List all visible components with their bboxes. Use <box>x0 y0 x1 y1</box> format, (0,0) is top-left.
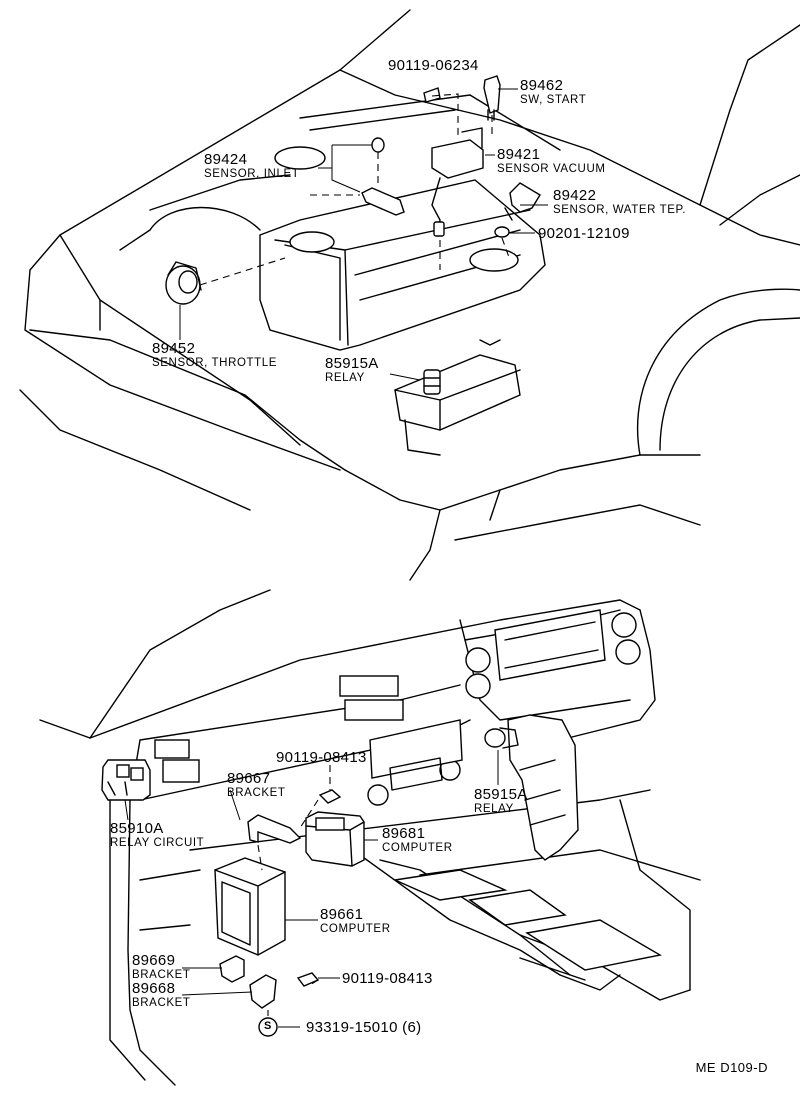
part-name: RELAY CIRCUIT <box>110 837 205 849</box>
drawing-code: ME D109-D <box>695 1060 768 1075</box>
part-label-89669: 89669 BRACKET <box>132 953 191 982</box>
part-label-93319-15010: 93319-15010 (6) <box>306 1020 421 1035</box>
part-number: 85910A <box>110 820 164 837</box>
part-name: COMPUTER <box>382 842 453 854</box>
part-label-89424: 89424 SENSOR, INLET <box>204 152 299 181</box>
part-name: SENSOR, THROTTLE <box>152 357 278 369</box>
part-name: SENSOR, WATER TEP. <box>553 204 687 216</box>
part-number: 89681 <box>382 825 426 842</box>
engine-components <box>119 75 561 456</box>
part-label-89452: 89452 SENSOR, THROTTLE <box>152 341 277 370</box>
part-name: SENSOR VACUUM <box>497 163 606 175</box>
part-number: 90119-06234 <box>388 57 479 74</box>
part-number: 89669 <box>132 952 176 969</box>
car-body-outline <box>19 9 800 581</box>
part-label-89667: 89667 BRACKET <box>227 771 286 800</box>
part-number: 85915A <box>474 786 528 803</box>
part-number: 89667 <box>227 770 271 787</box>
part-number: 85915A <box>325 355 379 372</box>
s-symbol: S <box>264 1020 272 1032</box>
part-label-85915A-bottom: 85915A RELAY <box>474 787 528 816</box>
part-label-90201-12109: 90201-12109 <box>538 226 630 241</box>
part-number: 89421 <box>497 146 541 163</box>
part-number: 90119-08413 <box>276 749 367 766</box>
part-number: 89424 <box>204 151 248 168</box>
part-label-90119-08413-top: 90119-08413 <box>276 750 367 765</box>
part-number: 89452 <box>152 340 196 357</box>
part-name: BRACKET <box>132 969 191 981</box>
part-label-85910A: 85910A RELAY CIRCUIT <box>110 821 204 850</box>
part-label-89681: 89681 COMPUTER <box>382 826 453 855</box>
part-number: 93319-15010 (6) <box>306 1019 422 1036</box>
part-number: 90201-12109 <box>538 225 630 242</box>
part-name: BRACKET <box>132 997 191 1009</box>
upper-leader-lines <box>179 88 548 381</box>
lower-leader-lines <box>124 750 499 1028</box>
part-label-89422: 89422 SENSOR, WATER TEP. <box>553 188 686 217</box>
part-name: SW, START <box>520 94 587 106</box>
part-number: 89668 <box>132 980 176 997</box>
part-name: COMPUTER <box>320 923 391 935</box>
part-name: RELAY <box>325 372 365 384</box>
part-label-85915A-top: 85915A RELAY <box>325 356 379 385</box>
part-label-90119-06234: 90119-06234 <box>388 58 479 73</box>
part-number: 89422 <box>553 187 597 204</box>
part-number: 90119-08413 <box>342 970 433 987</box>
part-label-89462: 89462 SW, START <box>520 78 586 107</box>
part-number: 89661 <box>320 906 364 923</box>
part-label-89661: 89661 COMPUTER <box>320 907 391 936</box>
part-label-89668: 89668 BRACKET <box>132 981 191 1010</box>
dashboard-components <box>101 714 579 1037</box>
part-name: BRACKET <box>227 787 286 799</box>
part-number: 89462 <box>520 77 564 94</box>
part-name: RELAY <box>474 803 514 815</box>
part-label-89421: 89421 SENSOR VACUUM <box>497 147 606 176</box>
part-name: SENSOR, INLET <box>204 168 300 180</box>
part-label-90119-08413-bottom: 90119-08413 <box>342 971 433 986</box>
